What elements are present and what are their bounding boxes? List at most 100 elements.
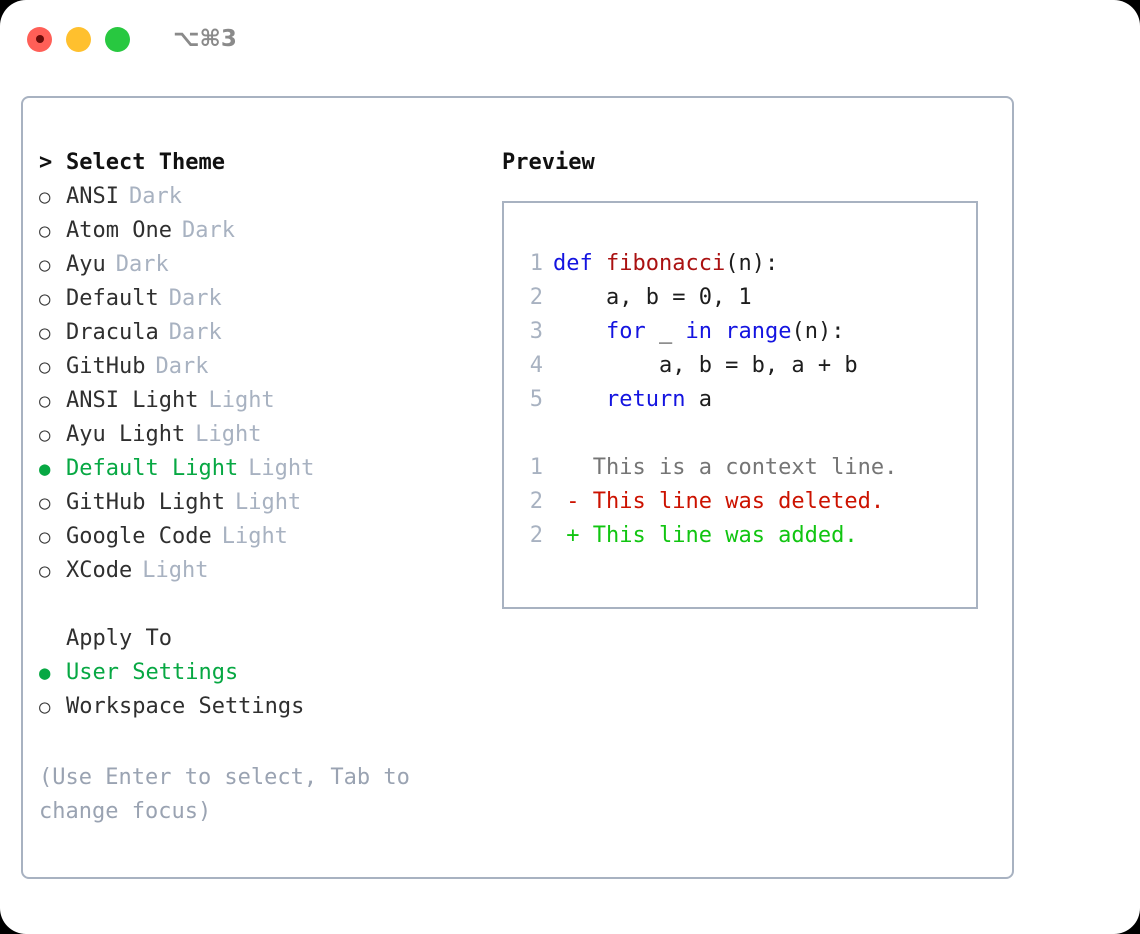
theme-option-label: Google Code — [66, 524, 212, 549]
apply-to-option-workspace-settings[interactable]: ○ Workspace Settings — [39, 690, 479, 724]
line-number: 1 — [529, 455, 543, 480]
code-token — [553, 319, 606, 344]
radio-unselected-icon: ○ — [39, 254, 51, 276]
apply-to-option-user-settings[interactable]: ● User Settings — [39, 656, 479, 690]
theme-variant-badge: Light — [248, 456, 315, 481]
radio-unselected-icon: ○ — [39, 220, 51, 242]
diff-line-text: This is a context line. — [592, 455, 898, 480]
code-token: range — [725, 319, 792, 344]
code-token: return — [605, 387, 686, 412]
code-token: a, b = b, a + b — [553, 353, 858, 378]
line-number: 4 — [529, 353, 543, 378]
theme-option-label: XCode — [66, 558, 133, 583]
radio-unselected-icon: ○ — [39, 186, 51, 208]
apply-to-option-list: ● User Settings ○ Workspace Settings — [39, 656, 479, 724]
code-line: 3 for _ in range(n): — [515, 315, 897, 349]
code-line: 4 a, b = b, a + b — [515, 349, 897, 383]
theme-option-xcode[interactable]: ○ XCode Light — [39, 554, 479, 588]
radio-unselected-icon: ○ — [39, 356, 51, 378]
radio-unselected-icon: ○ — [39, 696, 51, 718]
theme-option-ayu-light[interactable]: ○ Ayu Light Light — [39, 418, 479, 452]
code-line: 5 return a — [515, 383, 897, 417]
code-token: (n): — [791, 319, 845, 344]
code-token: def — [553, 251, 606, 276]
theme-option-atom-one[interactable]: ○ Atom One Dark — [39, 214, 479, 248]
line-number: 2 — [529, 285, 543, 310]
radio-unselected-icon: ○ — [39, 560, 51, 582]
maximize-button[interactable] — [105, 26, 130, 52]
radio-unselected-icon: ○ — [39, 424, 51, 446]
code-token: in — [685, 319, 712, 344]
radio-unselected-icon: ○ — [39, 322, 51, 344]
theme-option-dracula[interactable]: ○ Dracula Dark — [39, 316, 479, 350]
minimize-button[interactable] — [66, 26, 91, 52]
theme-option-label: Ayu — [66, 252, 106, 277]
diff-marker-icon: - — [553, 489, 593, 514]
code-token: (n): — [725, 251, 779, 276]
apply-to-option-label: User Settings — [66, 660, 239, 685]
preview-title: Preview — [502, 150, 595, 175]
close-icon — [35, 35, 44, 43]
radio-unselected-icon: ○ — [39, 288, 51, 310]
theme-variant-badge: Light — [234, 490, 302, 515]
theme-option-github-light[interactable]: ○ GitHub Light Light — [39, 486, 479, 520]
diff-line-text: This line was deleted. — [592, 489, 885, 514]
theme-option-label: GitHub Light — [66, 490, 225, 515]
theme-variant-badge: Light — [208, 388, 275, 413]
radio-selected-icon: ● — [39, 662, 51, 684]
code-token: _ — [645, 319, 686, 344]
line-number: 5 — [529, 387, 543, 412]
theme-variant-badge: Light — [142, 558, 209, 583]
theme-option-label: Atom One — [66, 218, 172, 243]
theme-option-label: Default — [66, 286, 159, 311]
select-theme-header: > Select Theme — [39, 146, 479, 180]
code-token: a, b = 0, 1 — [553, 285, 752, 310]
radio-unselected-icon: ○ — [39, 526, 51, 548]
code-token — [553, 387, 606, 412]
apply-to-option-label: Workspace Settings — [66, 694, 305, 719]
theme-option-label: ANSI Light — [66, 388, 199, 413]
diff-line-ctx: 1 This is a context line. — [515, 451, 898, 485]
diff-marker-icon: + — [553, 523, 593, 548]
code-diff-separator — [515, 417, 897, 451]
code-line: 2 a, b = 0, 1 — [515, 281, 897, 315]
theme-option-label: Default Light — [66, 456, 239, 481]
radio-unselected-icon: ○ — [39, 492, 51, 514]
theme-option-ayu[interactable]: ○ Ayu Dark — [39, 248, 479, 282]
radio-unselected-icon: ○ — [39, 390, 51, 412]
line-number: 2 — [529, 489, 543, 514]
theme-variant-badge: Dark — [168, 320, 222, 345]
title-bar: ⌥⌘3 — [0, 0, 1140, 78]
code-token: a — [685, 387, 712, 412]
radio-selected-icon: ● — [39, 458, 51, 480]
theme-option-ansi-light[interactable]: ○ ANSI Light Light — [39, 384, 479, 418]
line-number: 1 — [529, 251, 543, 276]
apply-to-header: Apply To — [39, 622, 479, 656]
theme-variant-badge: Dark — [181, 218, 235, 243]
apply-to-label: Apply To — [66, 626, 172, 651]
diff-line-del: 2 - This line was deleted. — [515, 485, 897, 519]
diff-line-add: 2 + This line was added. — [515, 519, 897, 553]
caret-icon: > — [39, 150, 53, 175]
line-number: 2 — [529, 523, 543, 548]
theme-variant-badge: Dark — [115, 252, 169, 277]
theme-variant-badge: Dark — [155, 354, 209, 379]
theme-option-github[interactable]: ○ GitHub Dark — [39, 350, 479, 384]
theme-option-default-light[interactable]: ● Default Light Light — [39, 452, 479, 486]
theme-option-label: Dracula — [66, 320, 159, 345]
theme-variant-badge: Light — [195, 422, 262, 447]
theme-option-label: Ayu Light — [66, 422, 186, 447]
theme-option-label: GitHub — [66, 354, 146, 379]
close-button[interactable] — [27, 26, 52, 52]
